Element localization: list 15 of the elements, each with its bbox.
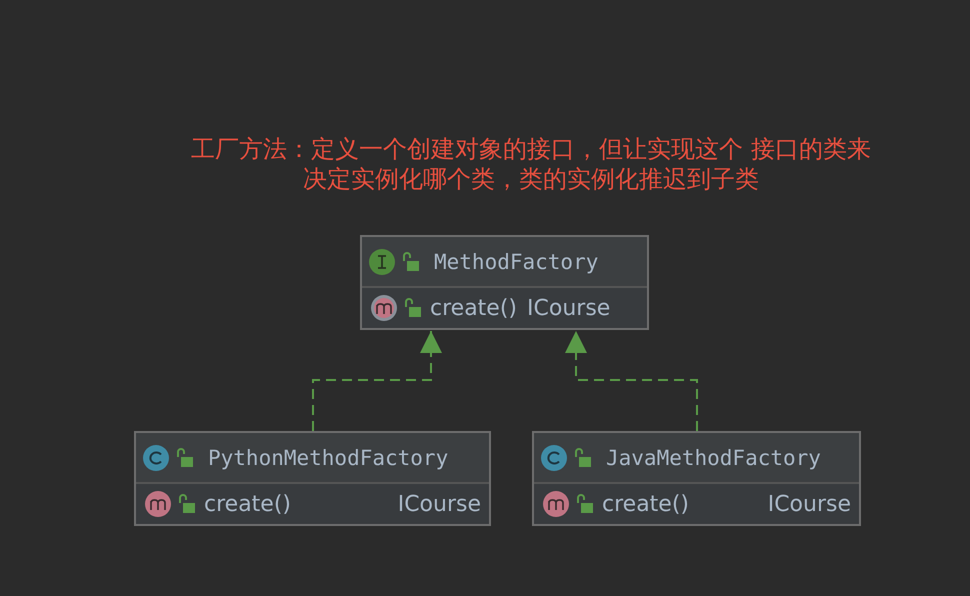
class-name: PythonMethodFactory [208, 446, 448, 470]
class-box [360, 235, 649, 330]
class-name: JavaMethodFactory [606, 446, 821, 470]
return-type: ICourse [398, 492, 481, 516]
return-type: ICourse [768, 492, 851, 516]
return-type: ICourse [527, 296, 610, 320]
note-text: 工厂方法：定义一个创建对象的接口，但让实现这个 接口的类来决定实例化哪个类，类的实例化推迟到子类 [191, 134, 871, 194]
realization-arrow [312, 331, 442, 431]
class-name: MethodFactory [434, 250, 598, 274]
method-name: create() [602, 492, 690, 516]
realization-arrow [565, 331, 698, 431]
class-box [532, 431, 861, 526]
method-name: create() [430, 296, 518, 320]
method-name: create() [204, 492, 292, 516]
class-box [134, 431, 491, 526]
